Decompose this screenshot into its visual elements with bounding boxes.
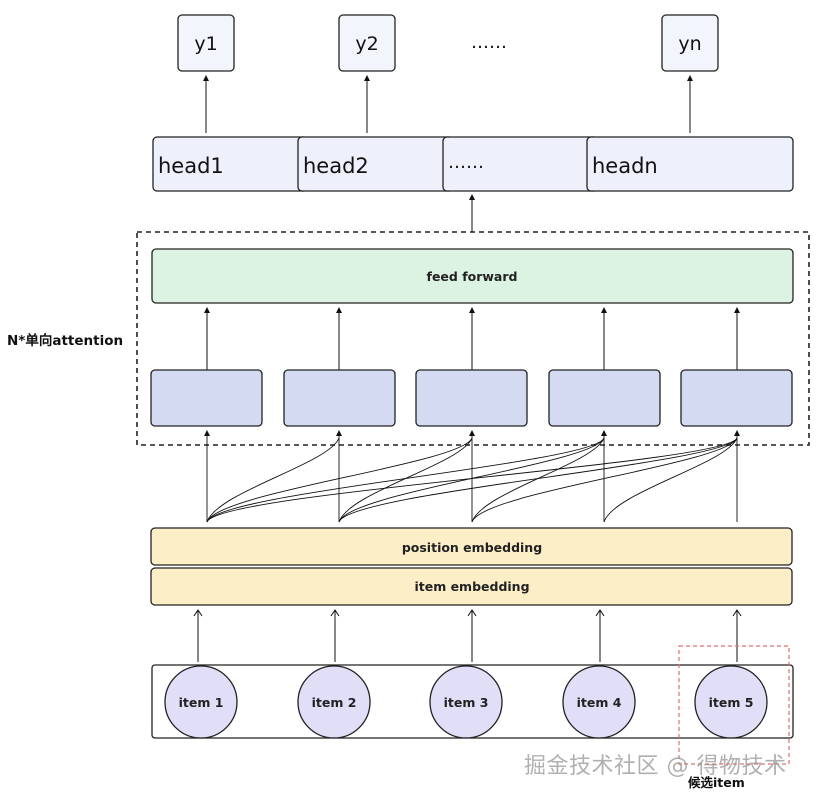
item-embedding-label: item embedding [414,579,529,594]
attention-layer-label: N*单向attention [7,332,123,349]
attention-block-1 [150,369,263,427]
candidate-item-label: 候选item [688,775,745,790]
output-y1-label: y1 [194,33,217,55]
feed-forward-block: feed forward [151,248,794,304]
head-2: head2 [297,136,454,192]
head-ellipsis-label: …… [448,152,484,173]
arrows-attention-to-ffn [204,307,740,370]
attention-block-4 [548,369,661,427]
item-4-label: item 4 [577,695,622,710]
causal-link-3-to-4 [471,437,605,523]
item-2-label: item 2 [312,695,357,710]
feed-forward-label: feed forward [427,269,518,284]
causal-link-2-to-4 [338,437,605,523]
item-3-label: item 3 [444,695,489,710]
outputs-ellipsis: …… [471,32,507,53]
head-ellipsis: …… [442,136,599,192]
item-4: item 4 [562,665,636,739]
item-embedding-block: item embedding [150,567,793,606]
causal-link-3-to-5 [471,437,738,523]
causal-link-2-to-3 [338,437,473,523]
attention-layer-box [136,231,810,446]
watermark: 掘金技术社区 @ 得物技术 [524,754,787,779]
causal-link-1-to-3 [206,437,473,523]
output-y2: y2 [338,14,396,72]
output-yn: yn [661,14,719,72]
item-2: item 2 [297,665,371,739]
attention-block-2 [283,369,396,427]
item-1: item 1 [164,665,238,739]
head-1: head1 [152,136,309,192]
item-5-label: item 5 [709,695,754,710]
head-1-label: head1 [158,154,224,178]
causal-link-1-to-2 [206,437,340,523]
item-1-label: item 1 [179,695,224,710]
head-2-label: head2 [303,154,369,178]
position-embedding-block: position embedding [150,527,793,566]
output-yn-label: yn [678,33,701,55]
attention-block-5 [680,369,793,427]
arrows-items-to-embedding [193,609,742,662]
causal-link-4-to-5 [603,437,738,523]
causal-link-2-to-5 [338,437,738,523]
head-n-label: headn [592,154,658,178]
attention-block-3 [415,369,528,427]
output-y2-label: y2 [355,33,378,55]
causal-link-1-to-4 [206,437,605,523]
item-5: item 5 [694,665,768,739]
position-embedding-label: position embedding [402,540,542,555]
output-y1: y1 [177,14,235,72]
causal-attention-connections [204,430,740,523]
candidate-item-box [678,645,790,765]
head-n: headn [586,136,794,192]
item-3: item 3 [429,665,503,739]
